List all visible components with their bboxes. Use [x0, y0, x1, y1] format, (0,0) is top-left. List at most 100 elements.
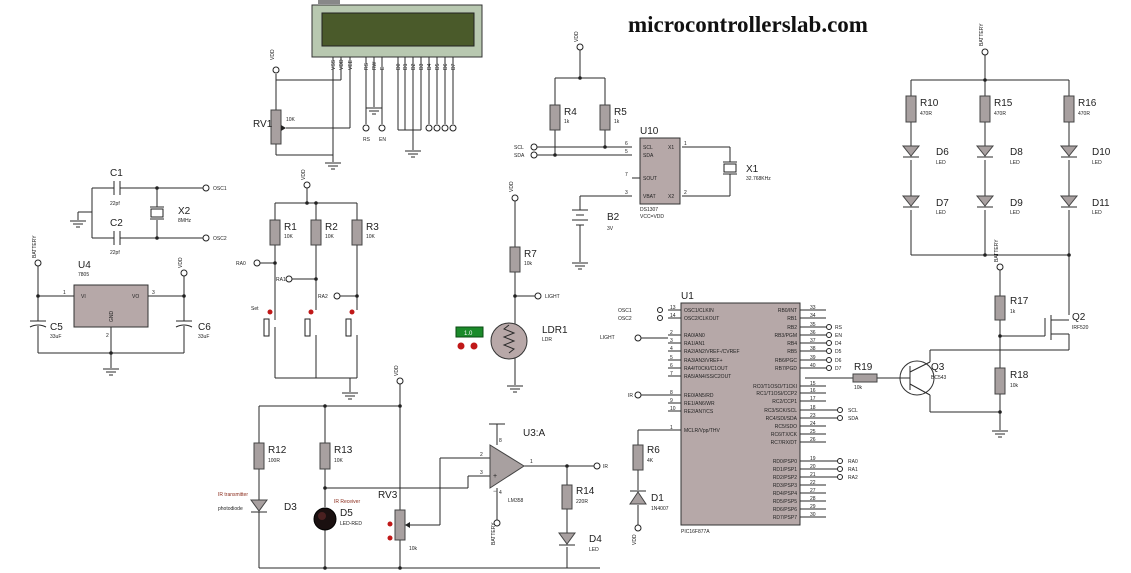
u1-pin-number: 20: [810, 464, 816, 470]
r17-resistor[interactable]: [994, 295, 1006, 321]
rv1-ref: RV1: [253, 119, 273, 130]
u3-pin1: 1: [530, 459, 533, 465]
u1-pin-number: 22: [810, 480, 816, 486]
r16-resistor[interactable]: [1063, 95, 1075, 123]
r14-ref: R14: [576, 486, 595, 497]
d1-diode[interactable]: [629, 490, 647, 505]
lcd-pin-label: D5: [435, 63, 441, 70]
r19-value: 10k: [854, 385, 863, 391]
ldr1-value: LDR: [542, 337, 552, 343]
r2-ref: R2: [325, 222, 338, 233]
d10-ref: D10: [1092, 147, 1111, 158]
r3-resistor[interactable]: [351, 219, 363, 246]
u1-pin-number: 39: [810, 355, 816, 361]
u3-opamp[interactable]: [489, 444, 525, 489]
battery-label-leds: BATTERY: [979, 23, 985, 46]
lcd-pin-label: D6: [443, 63, 449, 70]
u3-pin8: 8: [499, 438, 502, 444]
scl-net-label-rtc: SCL: [514, 145, 524, 151]
u1-pin-name: RD0/PSP0: [773, 459, 797, 465]
sda-net-label-rtc: SDA: [514, 153, 525, 159]
set-button[interactable]: [263, 309, 276, 337]
r2-resistor[interactable]: [310, 219, 322, 246]
r5-resistor[interactable]: [599, 104, 611, 131]
lcd-pin-label: D1: [403, 63, 409, 70]
q3-ref: Q3: [931, 362, 945, 373]
r6-resistor[interactable]: [632, 444, 644, 471]
lcd-pin-label: RW: [372, 61, 378, 70]
r13-resistor[interactable]: [319, 442, 331, 470]
u1-net-label: D6: [835, 358, 842, 364]
ldr-sensor[interactable]: [490, 322, 528, 360]
d5-ir-receiver[interactable]: [313, 507, 337, 531]
u1-net-label: RA2: [848, 475, 858, 481]
rv1-value: 10K: [286, 117, 296, 123]
ir-net-label-opamp: IR: [603, 464, 608, 470]
u3-ref: U3:A: [523, 428, 546, 439]
r5-ref: R5: [614, 107, 627, 118]
u1-pin-number: 24: [810, 421, 816, 427]
rv1-potentiometer[interactable]: [270, 109, 286, 145]
d10-led[interactable]: [1059, 145, 1079, 158]
u10-rtc-chip[interactable]: [639, 137, 681, 205]
r17-value: 1k: [1010, 309, 1016, 315]
u1-ref: U1: [681, 291, 694, 302]
r14-resistor[interactable]: [561, 484, 573, 510]
u1-pin-number: 23: [810, 413, 816, 419]
r6-value: 4K: [647, 458, 654, 464]
r4-ref: R4: [564, 107, 577, 118]
u1-pin-name: RC5/SDO: [775, 424, 797, 430]
u1-net-label: D5: [835, 349, 842, 355]
u1-pin-number: 5: [670, 355, 673, 361]
d7-led[interactable]: [901, 195, 921, 208]
vdd-label-ldr: VDD: [509, 181, 515, 192]
d8-led[interactable]: [975, 145, 995, 158]
u1-pin-name: RE1/AN6/WR: [684, 401, 715, 407]
vdd-label-ir: VDD: [394, 365, 400, 376]
d11-led[interactable]: [1059, 195, 1079, 208]
button-pullup-section: [253, 181, 359, 400]
r18-resistor[interactable]: [994, 367, 1006, 395]
down-button[interactable]: [345, 309, 355, 337]
led-array-section: [910, 48, 1071, 315]
r16-ref: R16: [1078, 98, 1097, 109]
u1-net-label: EN: [835, 333, 842, 339]
r15-value: 470R: [994, 111, 1006, 117]
q2-ref: Q2: [1072, 312, 1086, 323]
u1-pin-name: RA1/AN1: [684, 341, 705, 347]
r15-resistor[interactable]: [979, 95, 991, 123]
c5-value: 33uF: [50, 334, 61, 340]
u1-pin-number: 14: [670, 313, 676, 319]
set-button-label: Set: [251, 306, 259, 312]
u1-pin-name: RB6/PGC: [775, 358, 797, 364]
b2-value: 3V: [607, 226, 614, 232]
r13-value: 10K: [334, 458, 344, 464]
u10-ref: U10: [640, 126, 659, 137]
ldr-light-probe[interactable]: [455, 326, 484, 350]
d6-led[interactable]: [901, 145, 921, 158]
lcd-pin-label: D2: [411, 63, 417, 70]
r13-ref: R13: [334, 445, 353, 456]
r7-resistor[interactable]: [509, 246, 521, 273]
d4-led[interactable]: [558, 532, 576, 546]
u1-pin-name: OSC2/CLKOUT: [684, 316, 719, 322]
r4-value: 1k: [564, 119, 570, 125]
u4-regulator[interactable]: [73, 284, 149, 328]
r1-resistor[interactable]: [269, 219, 281, 246]
battery-label-u4: BATTERY: [32, 235, 38, 258]
d3-ir-transmitter[interactable]: [250, 499, 268, 513]
u1-pin-name: RB2: [787, 325, 797, 331]
up-button[interactable]: [304, 309, 314, 337]
r4-resistor[interactable]: [549, 104, 561, 131]
ir-section: [258, 377, 601, 570]
r12-resistor[interactable]: [253, 442, 265, 470]
d9-value: LED: [1010, 210, 1020, 216]
r19-resistor[interactable]: [852, 373, 878, 383]
rv3-potentiometer[interactable]: [394, 509, 410, 541]
u1-microcontroller[interactable]: [680, 302, 801, 526]
d9-led[interactable]: [975, 195, 995, 208]
lcd-en-label: EN: [379, 137, 386, 143]
r10-resistor[interactable]: [905, 95, 917, 123]
